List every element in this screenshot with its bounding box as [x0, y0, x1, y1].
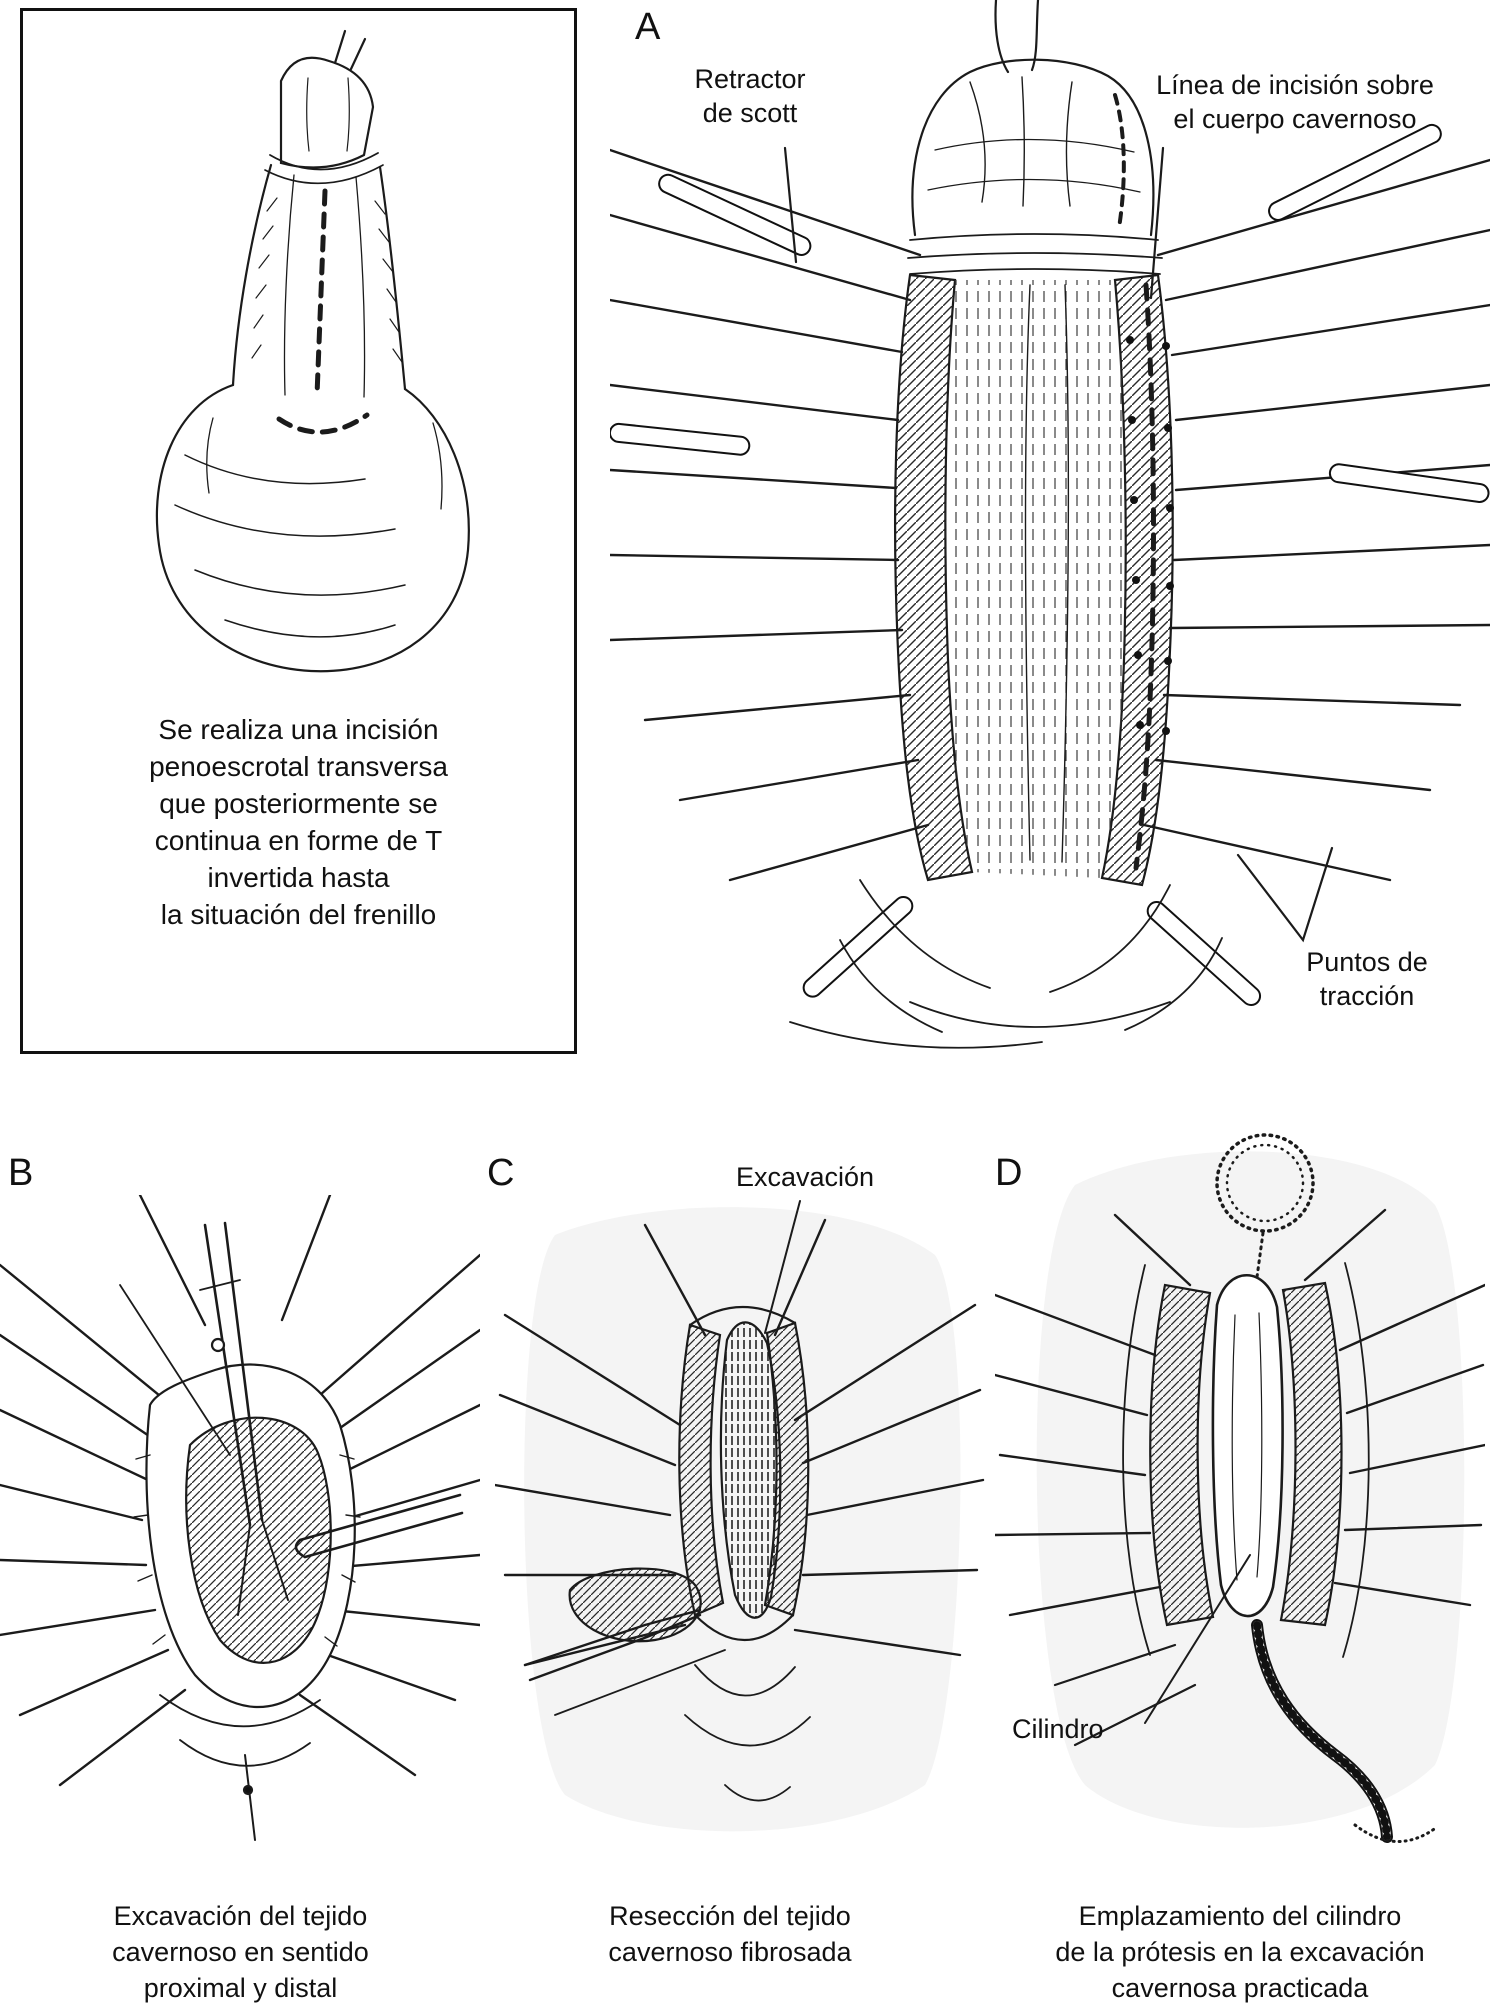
panel-c-letter: C [487, 1152, 515, 1194]
prosthesis-cylinder [1211, 1273, 1284, 1618]
panel-a-label-incision-line: Línea de incisión sobre el cuerpo cavern… [1156, 70, 1434, 134]
intro-illustration [155, 29, 470, 673]
panel-a-label-retractor: Retractor de scott [694, 64, 806, 128]
intro-panel-box: Se realiza una incisión penoescrotal tra… [20, 8, 577, 1054]
figure-a-illustration [610, 0, 1490, 1049]
traction-sutures [0, 1195, 480, 1787]
figure-b-illustration [0, 1195, 480, 1841]
panel-c-caption: Resección del tejido cavernoso fibrosada [608, 1901, 852, 1967]
figure-d-illustration [995, 1133, 1485, 1843]
leader-line [764, 1200, 801, 1334]
traction-sutures [995, 1208, 1485, 1617]
panel-d-caption: Emplazamiento del cilindro de la prótesi… [1055, 1901, 1425, 2003]
retractor-rods [610, 123, 1490, 1007]
intro-caption: Se realiza una incisión penoescrotal tra… [149, 714, 448, 930]
panel-c-label-excavation: Excavación [735, 1162, 875, 1192]
panel-a-letter: A [635, 6, 661, 48]
tubing-loop [1215, 1133, 1315, 1233]
leader-line [1144, 1554, 1251, 1724]
suture-dots [1126, 336, 1174, 735]
panel-d-label-cylinder: Cilindro [1012, 1714, 1104, 1744]
figure-c-illustration [495, 1200, 985, 1832]
panel-b-caption: Excavación del tejido cavernoso en senti… [112, 1901, 369, 2003]
panel-a-label-traction-points: Puntos de tracción [1306, 947, 1428, 1011]
panel-b-letter: B [8, 1152, 34, 1194]
scrotal-folds [789, 879, 1223, 1049]
panel-d-letter: D [995, 1152, 1023, 1194]
traction-sutures [495, 1218, 985, 1667]
leader-lines [783, 146, 1334, 943]
